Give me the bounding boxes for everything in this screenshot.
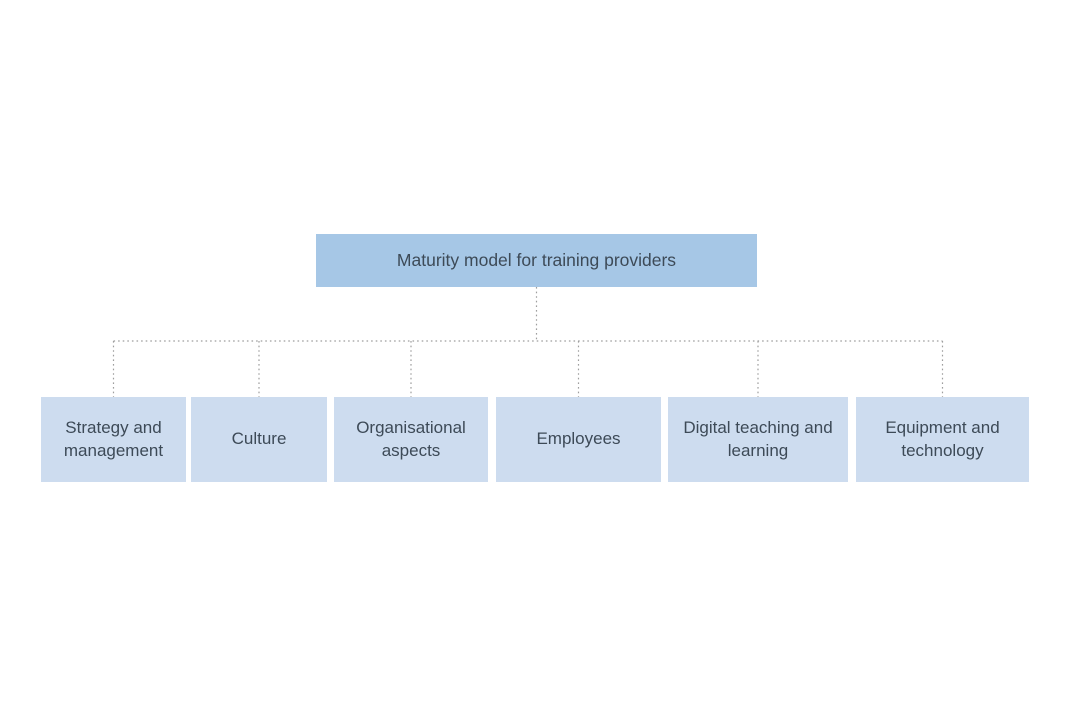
child-node-organisational-aspects: Organisational aspects — [334, 397, 488, 482]
root-node-label: Maturity model for training providers — [396, 249, 677, 270]
child-node-label: Organisational aspects — [356, 418, 466, 460]
child-node-label: Digital teaching and learning — [683, 418, 833, 460]
child-node-culture: Culture — [191, 397, 327, 482]
child-node-employees: Employees — [496, 397, 661, 482]
child-node-label: Strategy and management — [63, 418, 164, 460]
child-node-label: Employees — [536, 429, 621, 449]
child-node-digital-teaching-and-learning: Digital teaching and learning — [668, 397, 848, 482]
child-node-strategy-and-management: Strategy and management — [41, 397, 186, 482]
root-node-maturity-model: Maturity model for training providers — [316, 234, 757, 287]
child-node-equipment-and-technology: Equipment and technology — [856, 397, 1029, 482]
child-node-label: Equipment and technology — [885, 418, 1000, 460]
child-node-label: Culture — [231, 429, 287, 449]
